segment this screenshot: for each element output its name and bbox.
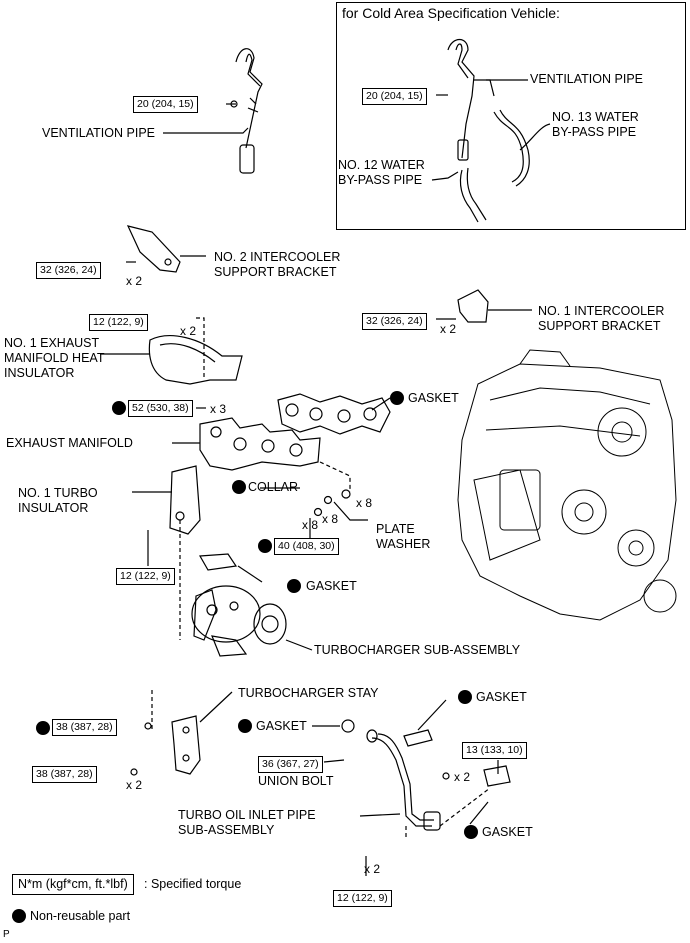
no1-bracket-drawing <box>457 289 489 323</box>
qty-no1-bracket: x 2 <box>440 322 457 336</box>
inset-title: for Cold Area Specification Vehicle: <box>342 5 560 21</box>
non-reusable-dot <box>458 690 472 704</box>
union-gasket-label: GASKET <box>256 719 307 733</box>
oil-flange-drawing <box>483 765 511 787</box>
turbocharger-stay-drawing <box>171 715 201 775</box>
torque-heat-insulator: 12 (122, 9) <box>89 314 148 331</box>
turbo-gasket-label: GASKET <box>306 579 357 593</box>
non-reusable-dot <box>287 579 301 593</box>
no13-pipe-drawing <box>493 111 524 183</box>
qty-collar: x 8 <box>356 496 373 510</box>
heat-insulator-label: NO. 1 EXHAUST MANIFOLD HEAT INSULATOR <box>4 336 105 380</box>
torque-oil-pipe-bottom: 12 (122, 9) <box>333 890 392 907</box>
cold-area-inset <box>336 2 686 230</box>
oil-inlet-pipe-label: TURBO OIL INLET PIPE SUB-ASSEMBLY <box>178 808 316 837</box>
no2-intercooler-bracket-label: NO. 2 INTERCOOLER SUPPORT BRACKET <box>214 250 341 279</box>
turbocharger-stay-label: TURBOCHARGER STAY <box>238 686 379 700</box>
legend-non-reusable-dot <box>12 909 26 923</box>
exhaust-manifold-label: EXHAUST MANIFOLD <box>6 436 133 450</box>
torque-union-bolt: 36 (367, 27) <box>258 756 323 773</box>
non-reusable-dot <box>232 480 246 494</box>
oil-gasket-top-label: GASKET <box>476 690 527 704</box>
torque-legend-box: N*m (kgf*cm, ft.*lbf) <box>12 874 134 895</box>
no12-pipe-drawing <box>459 169 479 223</box>
torque-stay-bottom: 38 (387, 28) <box>32 766 97 783</box>
turbo-insulator-drawing <box>169 465 201 535</box>
non-reusable-dot <box>464 825 478 839</box>
ventilation-pipe-label: VENTILATION PIPE <box>42 126 155 140</box>
ventilation-pipe-drawing <box>235 48 263 174</box>
torque-ventilation: 20 (204, 15) <box>133 96 198 113</box>
manifold-gasket-drawing <box>277 393 391 435</box>
collar-label: COLLAR <box>248 480 299 494</box>
plate-washer-label: PLATE WASHER <box>376 522 431 551</box>
figure-code: P <box>3 929 10 940</box>
torque-stay-top: 38 (387, 28) <box>52 719 117 736</box>
qty-stay: x 2 <box>126 778 143 792</box>
oil-inlet-pipe-drawing <box>366 729 441 831</box>
ventilation-leader <box>163 127 249 134</box>
no1-intercooler-bracket-label: NO. 1 INTERCOOLER SUPPORT BRACKET <box>538 304 665 333</box>
oil-gasket-bottom-label: GASKET <box>482 825 533 839</box>
qty-no2-bracket: x 2 <box>126 274 143 288</box>
non-reusable-dot <box>390 391 404 405</box>
qty-manifold-nut: x 3 <box>210 402 227 416</box>
heat-insulator-drawing <box>148 335 243 385</box>
torque-no2-bracket: 32 (326, 24) <box>36 262 101 279</box>
turbo-insulator-label: NO. 1 TURBO INSULATOR <box>18 486 98 515</box>
torque-turbo-insulator: 12 (122, 9) <box>116 568 175 585</box>
inset-torque-box: 20 (204, 15) <box>362 88 427 105</box>
non-reusable-dot <box>238 719 252 733</box>
qty-plate-washer: x 8 <box>322 512 339 526</box>
no2-bracket-drawing <box>126 225 181 273</box>
manifold-gasket-label: GASKET <box>408 391 459 405</box>
oil-gasket-top-drawing <box>403 729 433 747</box>
qty-heat-insulator: x 2 <box>180 324 197 338</box>
non-reusable-dot <box>36 721 50 735</box>
qty-oil-pipe-bottom: x 2 <box>364 862 381 876</box>
torque-manifold-stud: 40 (408, 30) <box>274 538 339 555</box>
torque-manifold-nut: 52 (530, 38) <box>128 400 193 417</box>
qty-stud: x 8 <box>302 518 319 532</box>
inset-ventilation-pipe-label: VENTILATION PIPE <box>530 72 643 86</box>
non-reusable-dot <box>112 401 126 415</box>
exhaust-manifold-drawing <box>199 417 321 471</box>
torque-legend-desc: : Specified torque <box>144 877 242 891</box>
torque-no1-bracket: 32 (326, 24) <box>362 313 427 330</box>
legend-non-reusable-text: Non-reusable part <box>30 909 131 923</box>
non-reusable-dot <box>258 539 272 553</box>
no13-water-bypass-pipe-label: NO. 13 WATER BY-PASS PIPE <box>552 110 639 139</box>
engine-block-drawing <box>457 349 677 621</box>
qty-oil-pipe-top: x 2 <box>454 770 471 784</box>
turbocharger-drawing <box>191 585 287 657</box>
turbo-gasket-drawing <box>199 553 238 571</box>
union-bolt-label: UNION BOLT <box>258 774 334 788</box>
no12-water-bypass-pipe-label: NO. 12 WATER BY-PASS PIPE <box>338 158 425 187</box>
torque-oil-pipe-top: 13 (133, 10) <box>462 742 527 759</box>
turbocharger-label: TURBOCHARGER SUB-ASSEMBLY <box>314 643 521 657</box>
